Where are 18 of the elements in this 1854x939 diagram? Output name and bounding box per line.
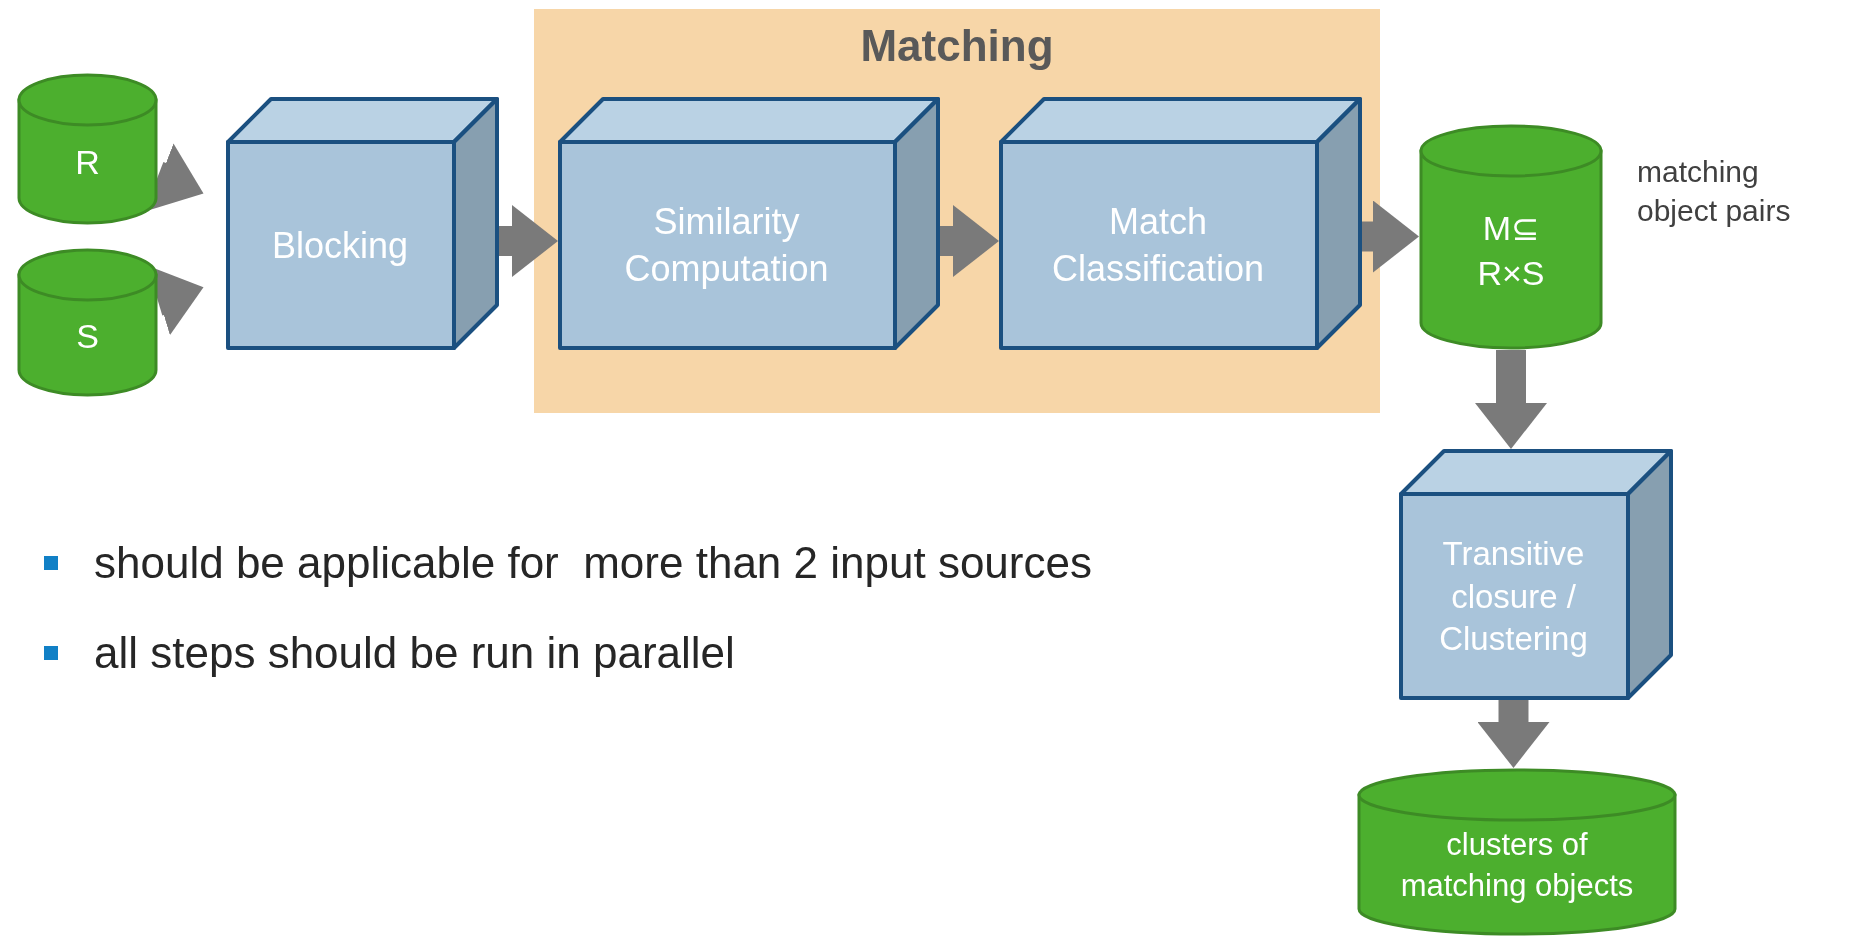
node-label: S — [76, 315, 99, 357]
group-panel — [534, 9, 1380, 413]
node-label: Similarity Computation — [623, 200, 830, 291]
node-label: Transitive closure / Clustering — [1438, 533, 1589, 660]
node-label: M⊆ R×S — [1477, 208, 1545, 294]
block-arrow — [1475, 350, 1547, 449]
node-label: Blocking — [270, 223, 410, 268]
block-arrow — [1362, 200, 1419, 273]
block-arrow — [499, 205, 558, 277]
node-label: R — [75, 142, 100, 184]
bullet-text: should be applicable for more than 2 input sources — [94, 538, 1092, 588]
node-label: clusters of matching objects — [1399, 826, 1635, 905]
node-caption: matching object pairs — [1637, 154, 1792, 229]
group-heading: Matching — [860, 21, 1054, 71]
bullet-text: all steps should be run in parallel — [94, 628, 735, 678]
node-label: Match Classification — [1050, 200, 1266, 291]
block-arrow — [940, 205, 999, 277]
block-arrow — [1477, 700, 1550, 768]
